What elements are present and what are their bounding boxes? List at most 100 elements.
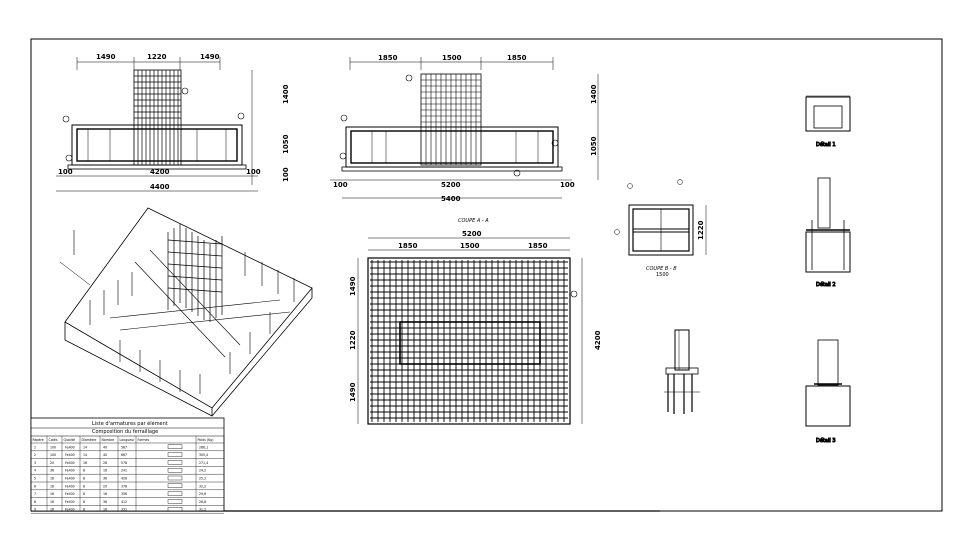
table-cell: 100 <box>50 445 56 449</box>
table-header-cell: Longueur <box>120 438 136 442</box>
table-header-cell: Diamètre <box>82 438 97 442</box>
elev-left-bottom-dim-2: 4200 <box>150 168 170 176</box>
elev-left-top-dim-2: 1220 <box>147 53 167 61</box>
table-cell: 9 <box>34 508 36 512</box>
table-cell: 426 <box>121 477 127 481</box>
table-cell: Fe400 <box>65 477 75 481</box>
elev-mid-right-dim-2: 1050 <box>590 136 598 156</box>
section-b: 1220 COUPE B - B 1500 <box>614 179 707 278</box>
bar-shape-sketch <box>167 491 183 496</box>
plan-left-dim-1: 1490 <box>349 276 357 296</box>
detail-3: Détail 3 <box>805 339 851 445</box>
elev-left-bottom-dim-3: 100 <box>246 168 261 176</box>
isometric-view <box>59 207 313 417</box>
table-cell: 567 <box>121 445 127 449</box>
plan-top-dim-2: 1500 <box>460 242 480 250</box>
table-cell: 16 <box>50 484 54 488</box>
table-cell: 266,1 <box>199 445 208 449</box>
table-cell: 36 <box>50 469 54 473</box>
table-cell: 7 <box>34 492 36 496</box>
section-b-width: 1500 <box>656 272 669 278</box>
plan-left-dim-2: 1220 <box>349 330 357 350</box>
table-cell: 28 <box>103 461 107 465</box>
table-cell: 31,2 <box>199 508 206 512</box>
table-cell: 16 <box>50 508 54 512</box>
elev-mid-bottom-dim-1: 100 <box>333 181 348 189</box>
table-cell: 5 <box>34 477 36 481</box>
table-cell: 8 <box>83 492 85 496</box>
table-cell: 356 <box>121 492 127 496</box>
table-cell: 100 <box>50 453 56 457</box>
elev-mid-top-dim-3: 1850 <box>507 54 527 62</box>
bar-shape-sketch <box>167 468 183 473</box>
elev-left-right-dim-2: 1050 <box>282 134 290 154</box>
elev-mid-right-dim-1: 1400 <box>590 84 598 104</box>
table-cell: 16 <box>50 492 54 496</box>
table-cell: Fe400 <box>65 508 75 512</box>
column-rebar-mid <box>421 74 481 165</box>
bar-shape-sketch <box>167 460 183 465</box>
table-cell: 16 <box>103 492 107 496</box>
table-cell: 32,2 <box>199 484 206 488</box>
table-header-cell: Qualité <box>64 438 76 442</box>
table-header-cell: Poids (Kg) <box>198 438 214 442</box>
table-cell: 3 <box>34 461 36 465</box>
table-cell: 16 <box>103 469 107 473</box>
bar-shape-sketch <box>167 483 183 488</box>
table-cell: 29,6 <box>199 492 206 496</box>
table-cell: 16 <box>83 461 87 465</box>
table-cell: 578 <box>121 461 127 465</box>
table-cell: Fe400 <box>65 453 75 457</box>
detail-2: Détail 2 <box>805 177 851 289</box>
bar-shape-sketch <box>167 475 183 481</box>
elev-mid-total: 5400 <box>441 195 461 203</box>
table-cell: 667 <box>121 453 127 457</box>
plan-view: COUPE A - A 5200 1850 1500 1850 1490 122… <box>349 218 602 425</box>
anchor-bolt-view <box>664 329 700 414</box>
table-cell: 14 <box>83 453 87 457</box>
table-cell: 40 <box>103 453 107 457</box>
elev-left-top-dim-1: 1490 <box>96 53 116 61</box>
table-cell: 331 <box>121 508 127 512</box>
elev-left-total: 4400 <box>150 183 170 191</box>
section-b-height: 1220 <box>697 220 705 240</box>
table-cell: 20 <box>50 461 54 465</box>
column-rebar-left <box>134 70 181 165</box>
bar-shape-sketch <box>167 444 183 449</box>
table-header-cell: Nombre <box>102 438 115 442</box>
elevation-left: 1490 1220 1490 1400 10 <box>56 53 290 192</box>
elev-mid-top-dim-2: 1500 <box>442 54 462 62</box>
table-cell: Fe400 <box>65 492 75 496</box>
table-title: Liste d'armatures par élément <box>92 420 168 427</box>
table-cell: 271,4 <box>199 461 208 465</box>
table-cell: 378 <box>121 484 127 488</box>
table-cell: 40 <box>103 445 107 449</box>
table-cell: 36 <box>103 477 107 481</box>
table-cell: 305,4 <box>199 453 208 457</box>
table-cell: Fe400 <box>65 469 75 473</box>
table-cell: 8 <box>34 500 36 504</box>
table-cell: Fe400 <box>65 445 75 449</box>
detail-3-label: Détail 3 <box>816 437 836 444</box>
table-cell: 20 <box>103 484 107 488</box>
plan-right-total: 4200 <box>594 330 602 350</box>
table-header-cell: Formes <box>138 438 150 442</box>
table-cell: 25,2 <box>199 477 206 481</box>
table-cell: 26,8 <box>199 500 206 504</box>
table-cell: 4 <box>34 469 36 473</box>
table-cell: Fe400 <box>65 500 75 504</box>
plan-left-dim-3: 1490 <box>349 382 357 402</box>
table-cell: 241 <box>121 469 127 473</box>
elev-mid-bottom-dim-2: 5200 <box>441 181 461 189</box>
section-b-label: COUPE B - B <box>646 266 677 272</box>
rebar-table: Liste d'armatures par élément Compositio… <box>30 417 225 514</box>
bar-shape-sketch <box>167 499 183 504</box>
elev-left-right-dim-3: 100 <box>282 167 290 182</box>
bar-shape-sketch <box>167 452 183 457</box>
elev-left-right-dim-1: 1400 <box>282 84 290 104</box>
detail-1: Détail 1 <box>805 95 851 149</box>
plan-top-total: 5200 <box>462 230 482 238</box>
